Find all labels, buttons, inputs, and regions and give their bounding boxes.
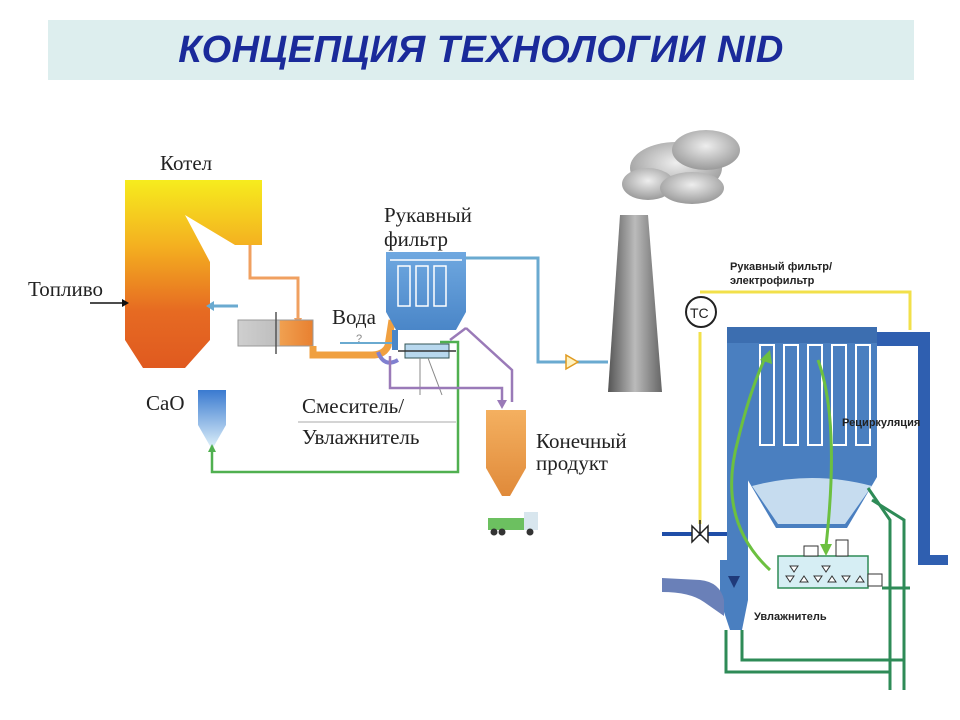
fuel-arrow-head [122,299,129,307]
cao-silo [198,390,226,446]
final-product-silo [486,410,526,496]
boiler-shape [125,180,262,368]
reactor-bend [376,351,399,365]
recirc-flow-left [730,355,772,572]
bag-filter-dust-port [392,330,398,350]
fuel-label: Топливо [28,277,103,301]
flue-return-arrow [206,301,214,311]
detail-filter-label-2: электрофильтр [730,275,815,287]
bag-filter-bag-1 [397,265,411,307]
reactor-duct [720,360,748,630]
green-pipe-2 [871,498,906,690]
humidifier-label: Увлажнитель [754,611,827,623]
humidifier-hopper-feed [835,539,849,557]
final-product-label-2: продукт [536,451,608,475]
mixer-pointer-2 [427,357,443,396]
recirculation-label: Рециркуляция [842,417,920,429]
tc-instrument [685,296,717,328]
inlet-arrow [728,576,740,588]
bag-filter-bag-2 [415,265,429,307]
cao-label: CaO [146,391,185,415]
humidifier-motor [867,573,883,587]
truck-icon [488,512,538,536]
hot-gas-line [248,245,300,320]
green-pipe-bottom [740,630,904,662]
boiler-label: Котел [160,151,212,175]
water-label: Вода [332,305,377,329]
product-arrow [497,400,507,409]
chimney [608,215,662,392]
title-banner: КОНЦЕПЦИЯ ТЕХНОЛОГИИ NID [48,20,914,80]
product-recycle-line [449,327,467,341]
mixer-label-2: Увлажнитель [302,425,419,449]
lime-feed-line [210,340,460,474]
recirculation-duct [877,332,948,565]
humidifier-nozzles [785,565,865,583]
humidifier-box [777,555,869,589]
water-drop: ? [356,333,362,345]
recirc-flow-right-head [820,544,832,556]
filter-header [727,327,877,343]
control-signal-line-top [700,290,912,330]
page-title: КОНЦЕПЦИЯ ТЕХНОЛОГИИ NID [178,28,784,71]
green-pipe-1 [866,487,892,690]
final-product-label-1: Конечный [536,429,627,453]
hopper-dust [752,478,872,524]
product-line-main [388,356,504,402]
bag-filter-bag-3 [433,265,447,307]
detail-filter-label-1: Рукавный фильтр/ [730,261,832,273]
inlet-duct [662,578,724,616]
duct-to-reactor [309,319,396,359]
recirc-flow-left-head [760,350,772,364]
humidifier-inlet [803,545,819,557]
product-line-filter [465,327,514,402]
filter-housing [727,327,877,477]
recirc-flow-right [816,359,833,547]
fan-icon [565,353,580,371]
mixer-label-1: Смеситель/ [302,394,404,418]
bag-filter-label-1: Рукавный [384,203,472,227]
lime-feed-arrow [208,444,216,452]
tc-label: TC [690,305,709,321]
bag-filter-label-2: фильтр [384,227,448,251]
smoke-cloud [622,130,740,204]
green-pipe-bottom-2 [724,630,890,674]
filter-bags [759,344,871,446]
